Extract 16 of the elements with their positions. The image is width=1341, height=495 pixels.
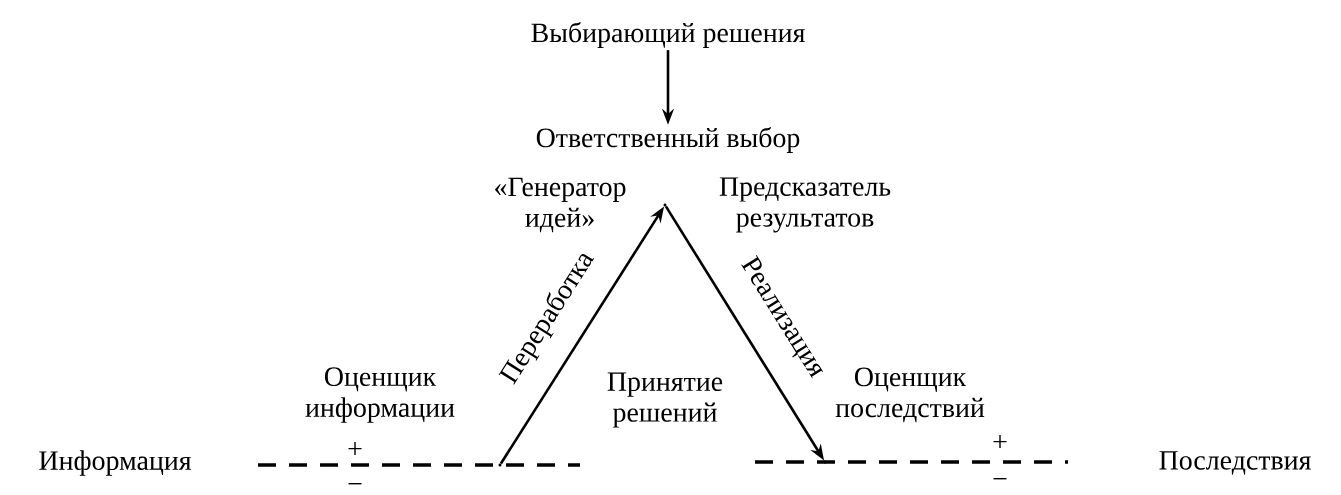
line-joint bbox=[663, 203, 667, 207]
scale-sign: − bbox=[993, 478, 1007, 480]
node-text: «Генератор идей» bbox=[495, 177, 626, 233]
node-text: Предсказатель результатов bbox=[719, 177, 891, 233]
scale-sign: + bbox=[348, 442, 362, 456]
line-joint bbox=[498, 463, 502, 467]
node-text: Ответственный выбор bbox=[536, 127, 800, 153]
node-text: Оценщик последствий bbox=[835, 367, 985, 423]
node-text: Последствия bbox=[1159, 451, 1311, 475]
node-text: Принятие решений bbox=[607, 372, 723, 428]
scale-sign: + bbox=[993, 435, 1007, 449]
node-text: Оценщик информации bbox=[305, 367, 455, 423]
line-joint bbox=[823, 460, 827, 464]
node-text: Информация bbox=[39, 450, 192, 476]
scale-sign: − bbox=[348, 483, 362, 485]
node-text: Выбирающий решения bbox=[531, 22, 805, 48]
